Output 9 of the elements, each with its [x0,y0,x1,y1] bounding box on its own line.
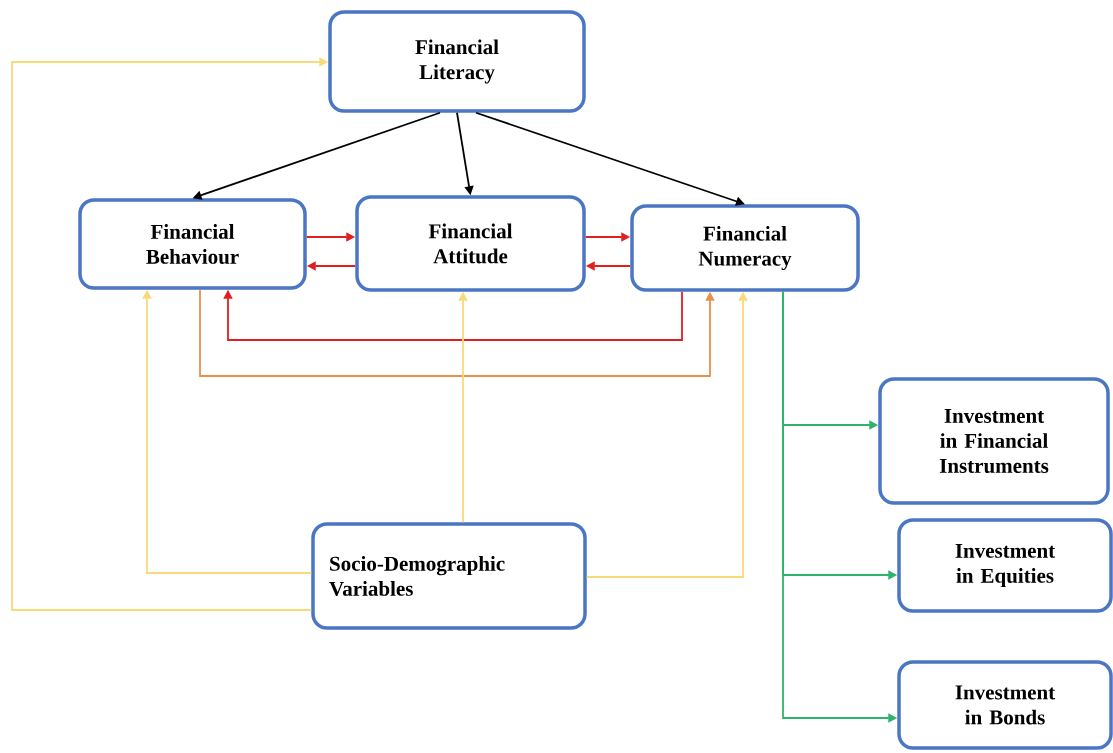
rounded-box: Financial Behaviour [78,198,307,290]
rounded-box: Financial Numeracy [630,204,860,292]
rounded-box: Socio-Demographic Variables [311,522,587,630]
rounded-box: Financial Attitude [355,195,586,292]
rounded-box: Investment in Bonds [897,660,1113,750]
rounded-box: Investment in Financial Instruments [878,377,1110,505]
rounded-box: Investment in Equities [897,518,1113,613]
arrow [199,288,715,377]
rounded-box: Financial Literacy [328,10,586,113]
